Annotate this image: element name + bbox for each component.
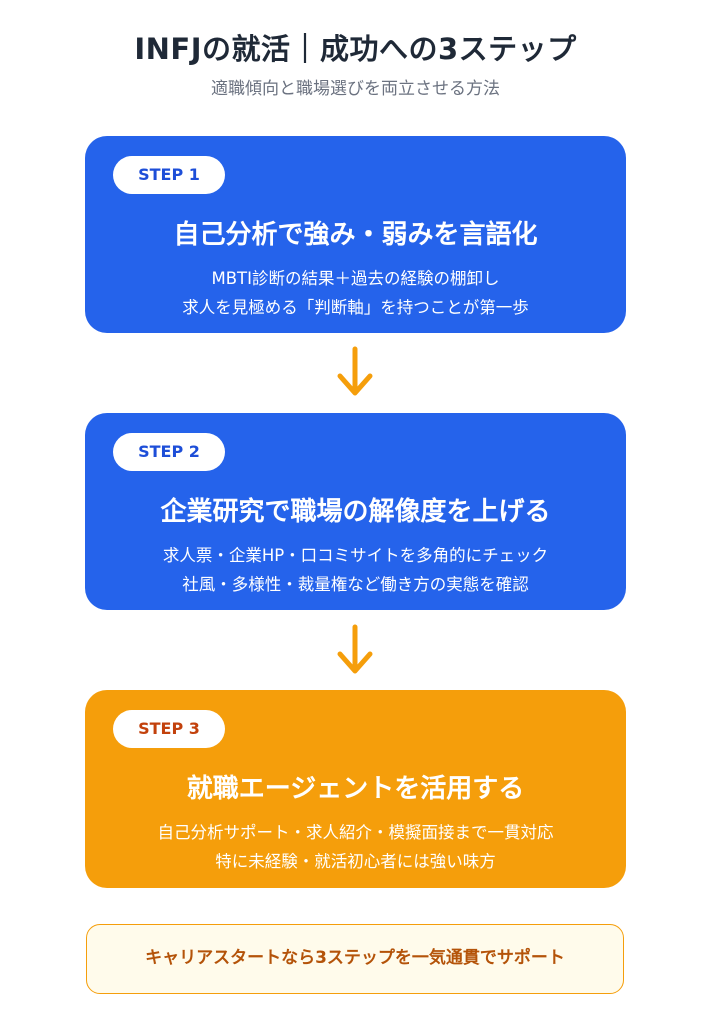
step-description-3: 自己分析サポート・求人紹介・模擬面接まで一貫対応 特に未経験・就活初心者には強い… — [85, 818, 626, 876]
arrow-down-icon — [337, 624, 373, 674]
step-1-line-1: MBTI診断の結果＋過去の経験の棚卸し — [211, 269, 500, 288]
step-title-3: 就職エージェントを活用する — [186, 774, 525, 804]
arrow-down-icon — [337, 346, 373, 396]
step-3-line-1: 自己分析サポート・求人紹介・模擬面接まで一貫対応 — [157, 823, 554, 842]
step-description-1: MBTI診断の結果＋過去の経験の棚卸し 求人を見極める「判断軸」を持つことが第一… — [85, 264, 626, 322]
step-title-1: 自己分析で強み・弱みを言語化 — [173, 220, 538, 250]
footer-callout: キャリアスタートなら3ステップを一気通貫でサポート — [86, 924, 624, 994]
step-badge-1: STEP 1 — [113, 156, 225, 194]
step-badge-2: STEP 2 — [113, 433, 225, 471]
step-description-2: 求人票・企業HP・口コミサイトを多角的にチェック 社風・多様性・裁量権など働き方… — [85, 541, 626, 599]
step-card-2: STEP 2 企業研究で職場の解像度を上げる 求人票・企業HP・口コミサイトを多… — [85, 413, 626, 610]
step-2-line-2: 社風・多様性・裁量権など働き方の実態を確認 — [182, 575, 529, 594]
step-2-line-1: 求人票・企業HP・口コミサイトを多角的にチェック — [162, 546, 549, 565]
step-title-2: 企業研究で職場の解像度を上げる — [160, 497, 551, 527]
page-subtitle: 適職傾向と職場選びを両立させる方法 — [211, 79, 500, 99]
step-1-line-2: 求人を見極める「判断軸」を持つことが第一歩 — [182, 298, 529, 317]
step-card-3: STEP 3 就職エージェントを活用する 自己分析サポート・求人紹介・模擬面接ま… — [85, 690, 626, 888]
step-3-line-2: 特に未経験・就活初心者には強い味方 — [215, 852, 496, 871]
step-card-1: STEP 1 自己分析で強み・弱みを言語化 MBTI診断の結果＋過去の経験の棚卸… — [85, 136, 626, 333]
step-badge-3: STEP 3 — [113, 710, 225, 748]
page-title: INFJの就活｜成功への3ステップ — [134, 32, 577, 66]
